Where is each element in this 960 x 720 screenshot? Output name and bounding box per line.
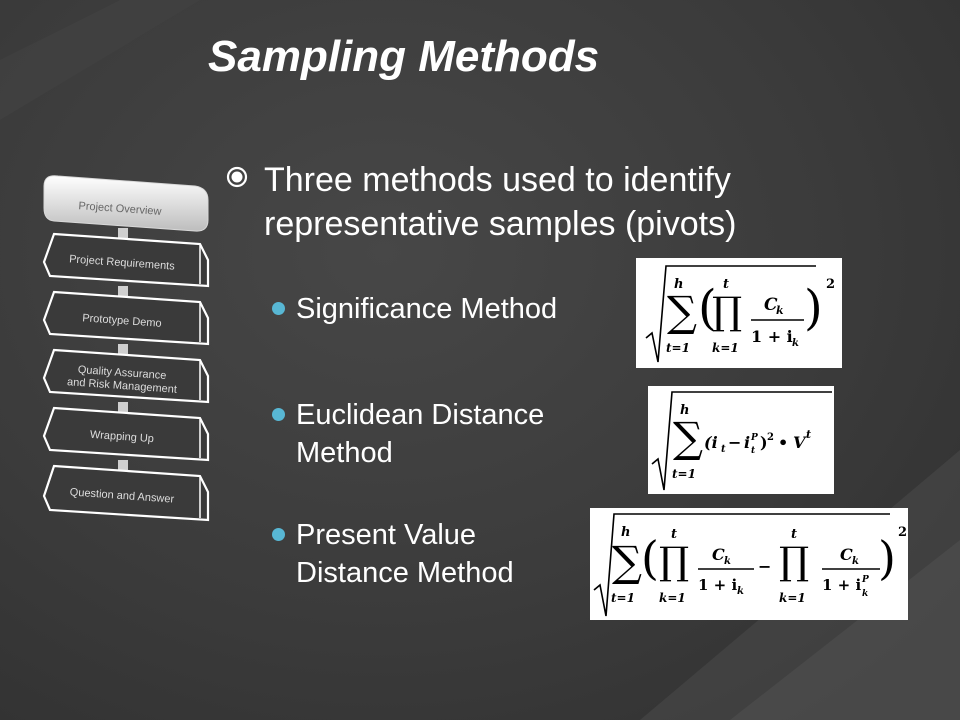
svg-text:i: i [744,433,750,452]
svg-text:(: ( [698,280,717,336]
svg-text:(: ( [641,531,659,585]
svg-text:−: − [758,557,771,576]
svg-text:): ) [760,433,768,452]
flow-step-project-overview: Project Overview [43,175,209,232]
sub-bullet-line: Significance Method [296,293,558,325]
sub-bullet-line: Distance Method [296,557,514,589]
svg-text:2: 2 [898,525,907,540]
svg-text:k: k [724,556,731,567]
svg-text:k: k [792,338,799,349]
svg-text:−: − [728,433,741,452]
svg-text:h: h [621,525,630,540]
svg-text:t: t [721,444,726,455]
svg-text:C: C [840,545,853,564]
main-bullet-text: Three methods used to identify represent… [264,158,884,246]
flow-step-prototype-demo: Prototype Demo [42,290,210,346]
svg-text:∑: ∑ [667,287,697,336]
flow-step-wrapping-up: Wrapping Up [42,406,210,462]
flow-step-label: Prototype Demo [82,312,162,330]
flow-step-question-and-answer: Question and Answer [42,464,210,522]
slide-title: Sampling Methods [208,32,600,81]
svg-text:k: k [862,589,868,599]
svg-text:k: k [852,556,859,567]
formula-present-value: h ∑ t=1 ( t ∏ k=1 C k 1 + i k − t ∏ k=1 … [590,508,908,620]
svg-text:k: k [776,304,784,317]
svg-text:P: P [750,433,758,443]
svg-text:2: 2 [767,432,774,443]
svg-text:1 + i: 1 + i [751,327,793,346]
flow-connectors [118,228,128,470]
svg-text:h: h [680,403,689,418]
svg-text:1 + i: 1 + i [822,576,861,594]
sub-bullet-line: Euclidean Distance [296,399,545,431]
svg-text:V: V [793,433,807,452]
formula-significance-image: h ∑ t=1 ( t ∏ k=1 C k 1 + i k ) 2 [645,265,835,363]
svg-text:C: C [712,545,725,564]
formula-significance: h ∑ t=1 ( t ∏ k=1 C k 1 + i k ) 2 [636,258,842,368]
svg-text:(i: (i [704,433,718,452]
sub-bullet-text: Significance Method [296,290,557,328]
sub-bullet-line: Present Value [296,519,477,551]
flow-step-quality-assurance: Quality Assurance and Risk Management [42,348,210,404]
svg-text:•: • [778,433,788,452]
formula-euclidean: h ∑ t=1 (i t − i P t ) 2 • V t [648,386,834,494]
project-flow-diagram: Project Overview Project Requirements Pr… [42,175,210,522]
svg-text:): ) [804,280,823,336]
svg-text:∏: ∏ [659,539,689,583]
svg-text:t=1: t=1 [666,341,690,355]
sub-bullet-text: Euclidean Distance Method [296,396,544,472]
svg-text:P: P [861,575,869,585]
svg-text:t: t [751,446,756,456]
svg-text:C: C [764,295,778,315]
bullet-dot-icon [272,302,285,315]
svg-text:k: k [737,586,744,597]
svg-text:h: h [674,277,683,292]
svg-text:∑: ∑ [673,413,703,462]
svg-text:): ) [878,531,896,585]
sub-bullet-text: Present Value Distance Method [296,516,514,592]
svg-text:k=1: k=1 [779,591,806,605]
svg-text:∏: ∏ [779,539,809,583]
main-bullet-line1: Three methods used to identify [264,161,731,199]
svg-text:t: t [723,277,729,292]
flow-step-label: Project Overview [78,200,162,218]
svg-text:k=1: k=1 [712,341,739,355]
svg-text:t: t [671,527,677,542]
svg-text:1 + i: 1 + i [698,576,737,594]
svg-text:∏: ∏ [712,289,742,333]
flow-step-label: Wrapping Up [90,429,155,445]
sub-bullet-line: Method [296,437,393,469]
svg-text:t=1: t=1 [672,467,696,481]
flow-step-project-requirements: Project Requirements [42,232,210,288]
svg-text:t: t [806,428,811,441]
bullet-dot-icon [272,528,285,541]
main-bullet-line2: representative samples (pivots) [264,205,737,243]
svg-text:t: t [791,527,797,542]
svg-text:t=1: t=1 [611,591,635,605]
svg-text:k=1: k=1 [659,591,686,605]
circle-dot-icon [226,166,248,188]
svg-text:∑: ∑ [612,537,642,586]
bullet-dot-icon [272,408,285,421]
formula-euclidean-image: h ∑ t=1 (i t − i P t ) 2 • V t [651,391,832,491]
formula-present-value-image: h ∑ t=1 ( t ∏ k=1 C k 1 + i k − t ∏ k=1 … [593,513,907,617]
svg-text:2: 2 [826,277,835,292]
